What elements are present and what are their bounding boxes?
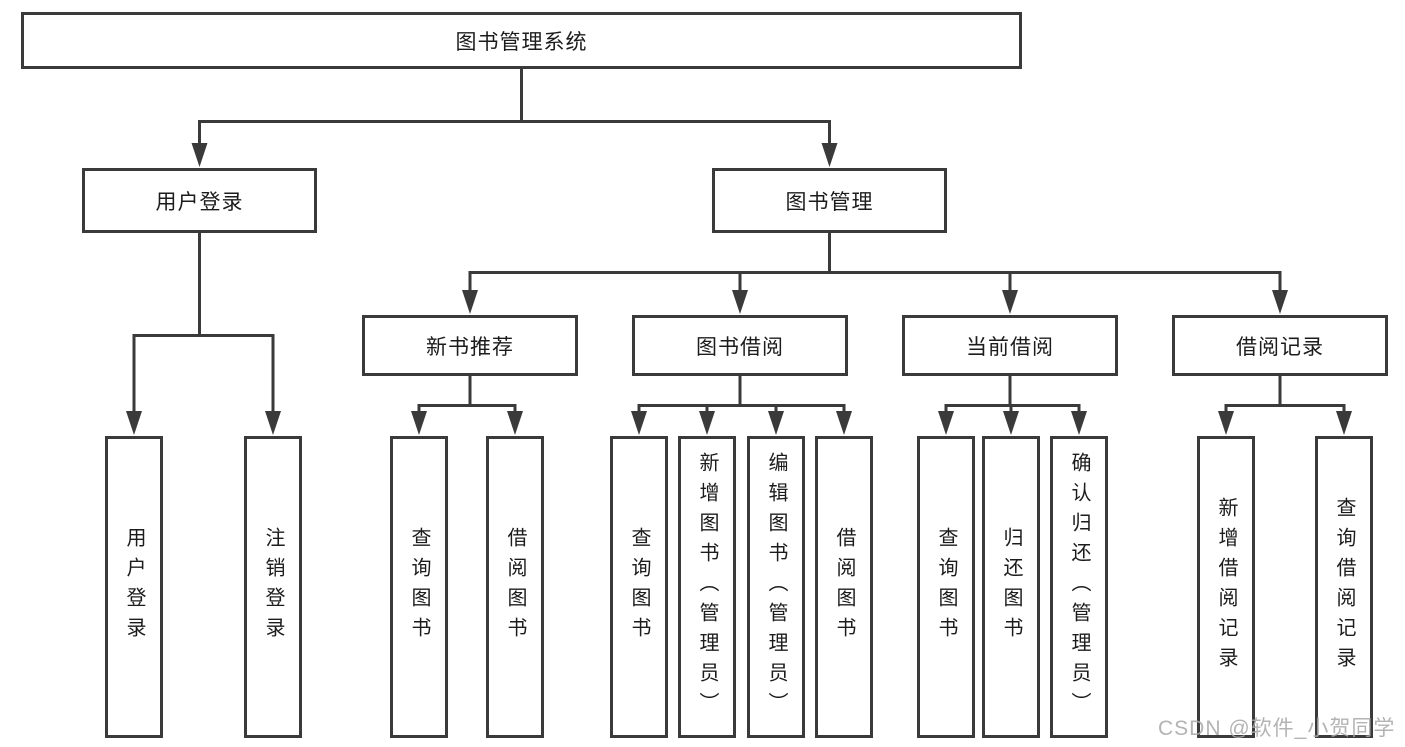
leaf-edit-book-admin: 编辑图书（管理员）: [747, 436, 805, 738]
node-new-book-recommend: 新书推荐: [362, 315, 578, 376]
node-root: 图书管理系统: [21, 12, 1022, 69]
leaf-query-books-borrow: 查询图书: [610, 436, 668, 738]
leaf-borrow-books-recommend: 借阅图书: [486, 436, 544, 738]
leaf-borrow-books: 借阅图书: [815, 436, 873, 738]
leaf-add-borrow-record: 新增借阅记录: [1197, 436, 1255, 738]
leaf-query-books-recommend: 查询图书: [390, 436, 448, 738]
leaf-confirm-return-admin: 确认归还（管理员）: [1050, 436, 1108, 738]
node-user-login: 用户登录: [82, 168, 317, 233]
leaf-query-borrow-record: 查询借阅记录: [1315, 436, 1373, 738]
leaf-add-book-admin: 新增图书（管理员）: [678, 436, 736, 738]
leaf-query-books-current: 查询图书: [917, 436, 975, 738]
node-borrow-records: 借阅记录: [1172, 315, 1388, 376]
watermark-text: CSDN @软件_小贺同学: [1158, 717, 1396, 740]
node-current-borrow: 当前借阅: [902, 315, 1118, 376]
leaf-logout: 注销登录: [244, 436, 302, 738]
leaf-return-books: 归还图书: [982, 436, 1040, 738]
leaf-user-login: 用户登录: [105, 436, 163, 738]
node-book-management: 图书管理: [712, 168, 947, 233]
node-book-borrow: 图书借阅: [632, 315, 848, 376]
